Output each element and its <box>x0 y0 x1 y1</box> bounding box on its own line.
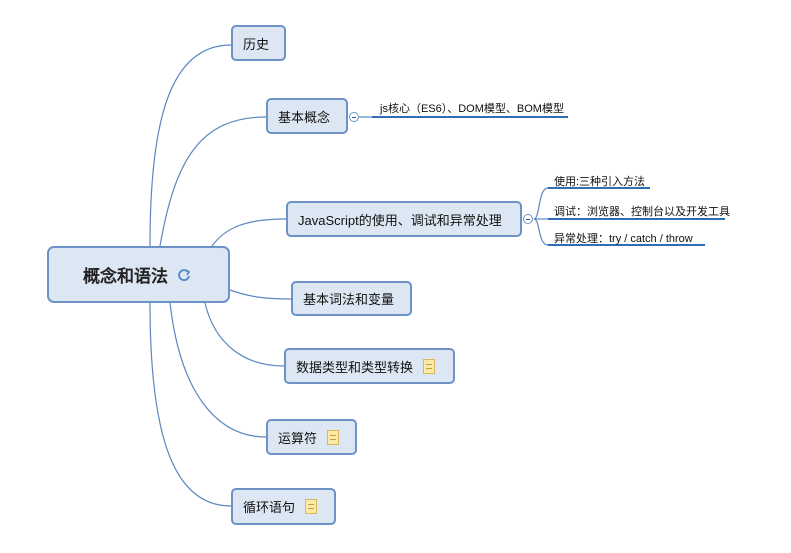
topic-lexical-variables[interactable]: 基本词法和变量 <box>291 281 412 316</box>
note-icon[interactable] <box>327 429 340 445</box>
root-topic[interactable]: 概念和语法 <box>47 246 230 303</box>
root-label: 概念和语法 <box>83 267 168 286</box>
topic-label: 运算符 <box>278 430 318 446</box>
topic-operators[interactable]: 运算符 <box>266 419 357 455</box>
topic-datatypes[interactable]: 数据类型和类型转换 <box>284 348 455 384</box>
topic-label: 基本词法和变量 <box>303 292 395 307</box>
connector-operators <box>169 302 267 438</box>
connector-lexical <box>229 289 292 300</box>
note-icon[interactable] <box>423 358 436 374</box>
connector-sub-use <box>533 187 549 220</box>
connector-javascript-usage <box>211 218 287 247</box>
note-icon[interactable] <box>305 499 318 514</box>
topic-basic-concepts[interactable]: 基本概念 <box>266 98 348 134</box>
topic-history[interactable]: 历史 <box>231 25 286 61</box>
connector-sub-exception <box>533 218 549 246</box>
topic-label: 历史 <box>243 36 270 52</box>
subtopic-usage[interactable]: 使用:三种引入方法 <box>554 176 646 188</box>
topic-javascript-usage[interactable]: JavaScript的使用、调试和异常处理 <box>286 201 522 237</box>
topic-label: 数据类型和类型转换 <box>296 359 414 375</box>
subtopic-js-core[interactable]: js核心（ES6）、DOM模型、BOM模型 <box>380 103 564 115</box>
connector-history <box>149 44 232 247</box>
subtopic-exception[interactable]: 异常处理：try / catch / throw <box>554 233 693 245</box>
collapse-toggle-javascript-usage[interactable] <box>523 214 533 224</box>
topic-label: JavaScript的使用、调试和异常处理 <box>298 212 502 228</box>
connector-datatypes <box>204 302 285 367</box>
refresh-icon <box>178 268 191 281</box>
connector-loops <box>149 302 232 507</box>
topic-loops[interactable]: 循环语句 <box>231 488 336 525</box>
topic-label: 循环语句 <box>243 500 296 515</box>
topic-label: 基本概念 <box>278 109 331 125</box>
connector-basic-concepts <box>159 116 267 247</box>
subtopic-debugging[interactable]: 调试：浏览器、控制台以及开发工具 <box>554 206 730 218</box>
collapse-toggle-basic-concepts[interactable] <box>349 112 359 122</box>
